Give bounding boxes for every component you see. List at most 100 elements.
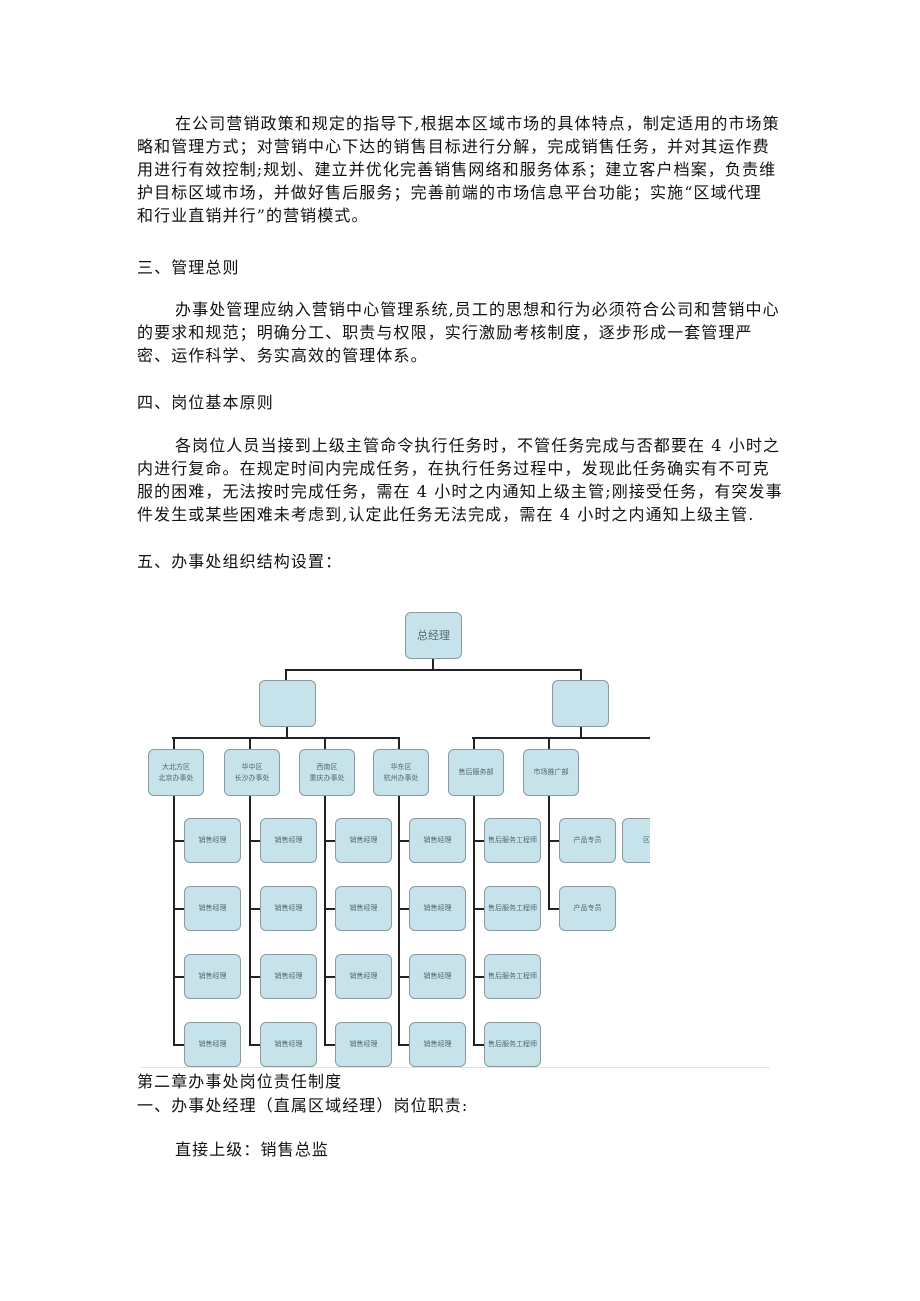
connector	[324, 840, 336, 842]
connector	[249, 737, 251, 749]
office-label: 大北方区	[162, 762, 190, 771]
connector	[473, 840, 485, 842]
paragraph-intro-line: 护目标区域市场，并做好售后服务；完善前端的市场信息平台功能；实施“区域代理	[137, 183, 762, 202]
org-node-staff: 销售经理	[184, 1022, 241, 1067]
staff-label: 销售经理	[349, 836, 378, 844]
connector	[472, 737, 650, 739]
org-node-staff: 销售经理	[184, 818, 241, 863]
org-node-staff: 产品专员	[559, 886, 616, 931]
paragraph-principles-line: 服的困难，无法按时完成任务，需在 4 小时之内通知上级主管;刚接受任务，有突发事	[137, 482, 783, 501]
staff-label: 销售经理	[198, 972, 227, 980]
connector	[398, 976, 410, 978]
paragraph-intro-line: 用进行有效控制;规划、建立并优化完善销售网络和服务体系；建立客户档案，负责维	[137, 160, 777, 179]
connector	[249, 796, 251, 1044]
staff-label: 销售经理	[198, 904, 227, 912]
paragraph-principles-line: 件发生或某些困难未考虑到,认定此任务无法完成，需在 4 小时之内通知上级主管.	[137, 505, 755, 524]
staff-label: 销售经理	[349, 904, 378, 912]
staff-label: 销售经理	[423, 904, 452, 912]
org-node-staff: 售后服务工程师	[484, 818, 541, 863]
connector	[432, 659, 434, 671]
staff-label: 产品专员	[573, 836, 602, 844]
connector	[548, 908, 560, 910]
office-label: 售后服务部	[458, 768, 494, 776]
office-label: 华中区	[241, 762, 263, 771]
connector	[473, 976, 485, 978]
org-node-staff: 销售经理	[409, 886, 466, 931]
connector	[324, 908, 336, 910]
paragraph-intro-line: 和行业直销并行”的营销模式。	[137, 206, 369, 225]
direct-superior: 直接上级：销售总监	[175, 1140, 329, 1159]
connector	[249, 840, 261, 842]
org-node-staff: 销售经理	[260, 954, 317, 999]
partial-label: 区域	[643, 836, 650, 844]
org-node-staff: 销售经理	[184, 886, 241, 931]
connector	[324, 1044, 336, 1046]
staff-label: 销售经理	[274, 836, 303, 844]
section-heading: 一、办事处经理（直属区域经理）岗位职责:	[137, 1096, 469, 1115]
org-node-office: 售后服务部	[448, 749, 504, 796]
connector	[473, 1044, 485, 1046]
connector	[580, 669, 582, 681]
org-node-staff: 销售经理	[335, 1022, 392, 1067]
staff-label: 售后服务工程师	[488, 904, 537, 912]
office-label: 华东区	[390, 762, 412, 771]
connector	[286, 727, 288, 738]
office-label: 西南区	[316, 762, 338, 771]
org-node-office: 大北方区北京办事处	[148, 749, 204, 796]
org-node-office: 华东区杭州办事处	[373, 749, 429, 796]
section-heading: 三、管理总则	[137, 258, 240, 277]
office-label: 杭州办事处	[383, 773, 419, 782]
box-label: 总经理	[417, 629, 450, 642]
connector	[548, 840, 560, 842]
org-node-staff: 销售经理	[409, 818, 466, 863]
org-node-staff: 售后服务工程师	[484, 1022, 541, 1067]
connector	[173, 796, 175, 1044]
org-node-partial: 区域	[622, 818, 650, 863]
org-node-staff: 售后服务工程师	[484, 886, 541, 931]
org-node-staff: 销售经理	[260, 886, 317, 931]
paragraph-intro-line: 略和管理方式；对营销中心下达的销售目标进行分解，完成销售任务，并对其运作费	[137, 137, 770, 156]
staff-label: 销售经理	[349, 972, 378, 980]
office-label: 北京办事处	[158, 773, 194, 782]
org-node-staff: 销售经理	[260, 818, 317, 863]
org-node-level2	[259, 680, 316, 727]
connector	[173, 908, 185, 910]
org-node-staff: 销售经理	[335, 954, 392, 999]
org-node-office: 西南区重庆办事处	[299, 749, 355, 796]
staff-label: 销售经理	[198, 1040, 227, 1048]
org-node-staff: 销售经理	[260, 1022, 317, 1067]
org-node-staff: 销售经理	[409, 1022, 466, 1067]
org-node-staff: 产品专员	[559, 818, 616, 863]
org-node-level2	[552, 680, 609, 727]
connector	[249, 908, 261, 910]
org-node-staff: 售后服务工程师	[484, 954, 541, 999]
connector	[285, 669, 582, 671]
paragraph-management-line: 办事处管理应纳入营销中心管理系统,员工的思想和行为必须符合公司和营销中心	[175, 300, 780, 319]
paragraph-intro-line: 在公司营销政策和规定的指导下,根据本区域市场的具体特点，制定适用的市场策	[175, 114, 780, 133]
office-label: 重庆办事处	[309, 773, 345, 782]
org-node-staff: 销售经理	[335, 886, 392, 931]
staff-label: 销售经理	[349, 1040, 378, 1048]
connector	[580, 727, 582, 738]
office-label: 长沙办事处	[234, 773, 270, 782]
staff-label: 销售经理	[274, 904, 303, 912]
connector	[473, 737, 475, 749]
connector	[285, 669, 287, 681]
staff-label: 销售经理	[423, 972, 452, 980]
connector	[398, 737, 400, 749]
section-heading: 四、岗位基本原则	[137, 393, 274, 412]
connector	[548, 796, 550, 908]
connector	[173, 840, 185, 842]
staff-label: 产品专员	[573, 904, 602, 912]
staff-label: 售后服务工程师	[488, 1040, 537, 1048]
connector	[473, 908, 485, 910]
connector	[473, 796, 475, 1044]
connector	[173, 737, 175, 749]
connector	[398, 796, 400, 1044]
connector	[548, 737, 550, 749]
org-node-office: 华中区长沙办事处	[224, 749, 280, 796]
staff-label: 销售经理	[198, 836, 227, 844]
connector	[324, 976, 336, 978]
connector	[173, 1044, 185, 1046]
connector	[324, 796, 326, 1044]
